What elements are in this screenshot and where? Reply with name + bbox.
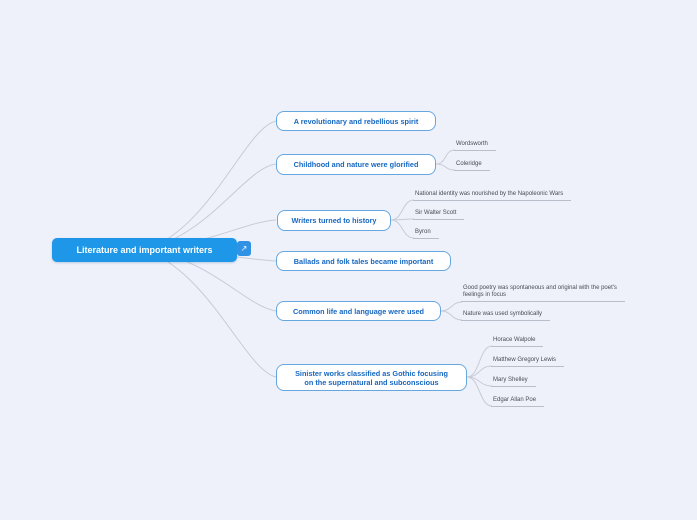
leaf-node-byron[interactable]: Byron bbox=[413, 229, 439, 239]
branch-node-writers-history[interactable]: Writers turned to history bbox=[277, 210, 391, 231]
leaf-node-matthew-gregory-lewis[interactable]: Matthew Gregory Lewis bbox=[491, 357, 565, 367]
branch-arrow-icon[interactable]: ↗ bbox=[237, 241, 251, 256]
leaf-node-good-poetry[interactable]: Good poetry was spontaneous and original… bbox=[461, 285, 625, 302]
leaf-node-nature-symbolic[interactable]: Nature was used symbolically bbox=[461, 311, 551, 321]
leaf-label-line: Good poetry was spontaneous and original… bbox=[463, 285, 617, 291]
branch-label-line: on the supernatural and subconscious bbox=[304, 377, 439, 387]
branch-node-ballads-folk-tales[interactable]: Ballads and folk tales became important bbox=[276, 251, 451, 271]
leaf-node-mary-shelley[interactable]: Mary Shelley bbox=[491, 377, 536, 387]
root-node[interactable]: Literature and important writers bbox=[52, 238, 237, 262]
branch-node-sinister-gothic[interactable]: Sinister works classified as Gothic focu… bbox=[276, 364, 467, 391]
leaf-node-sir-walter-scott[interactable]: Sir Walter Scott bbox=[413, 210, 465, 220]
branch-label-line: Sinister works classified as Gothic focu… bbox=[295, 368, 448, 378]
leaf-node-wordsworth[interactable]: Wordsworth bbox=[454, 141, 496, 151]
branch-node-revolutionary-spirit[interactable]: A revolutionary and rebellious spirit bbox=[276, 111, 436, 131]
branch-node-childhood-nature[interactable]: Childhood and nature were glorified bbox=[276, 154, 436, 175]
branch-node-common-life-language[interactable]: Common life and language were used bbox=[276, 301, 441, 321]
leaf-node-edgar-allan-poe[interactable]: Edgar Allan Poe bbox=[491, 397, 545, 407]
leaf-label-line: feelings in focus bbox=[463, 292, 507, 298]
leaf-node-coleridge[interactable]: Coleridge bbox=[454, 161, 490, 171]
leaf-node-national-identity[interactable]: National identity was nourished by the N… bbox=[413, 191, 572, 201]
leaf-node-horace-walpole[interactable]: Horace Walpole bbox=[491, 337, 544, 347]
